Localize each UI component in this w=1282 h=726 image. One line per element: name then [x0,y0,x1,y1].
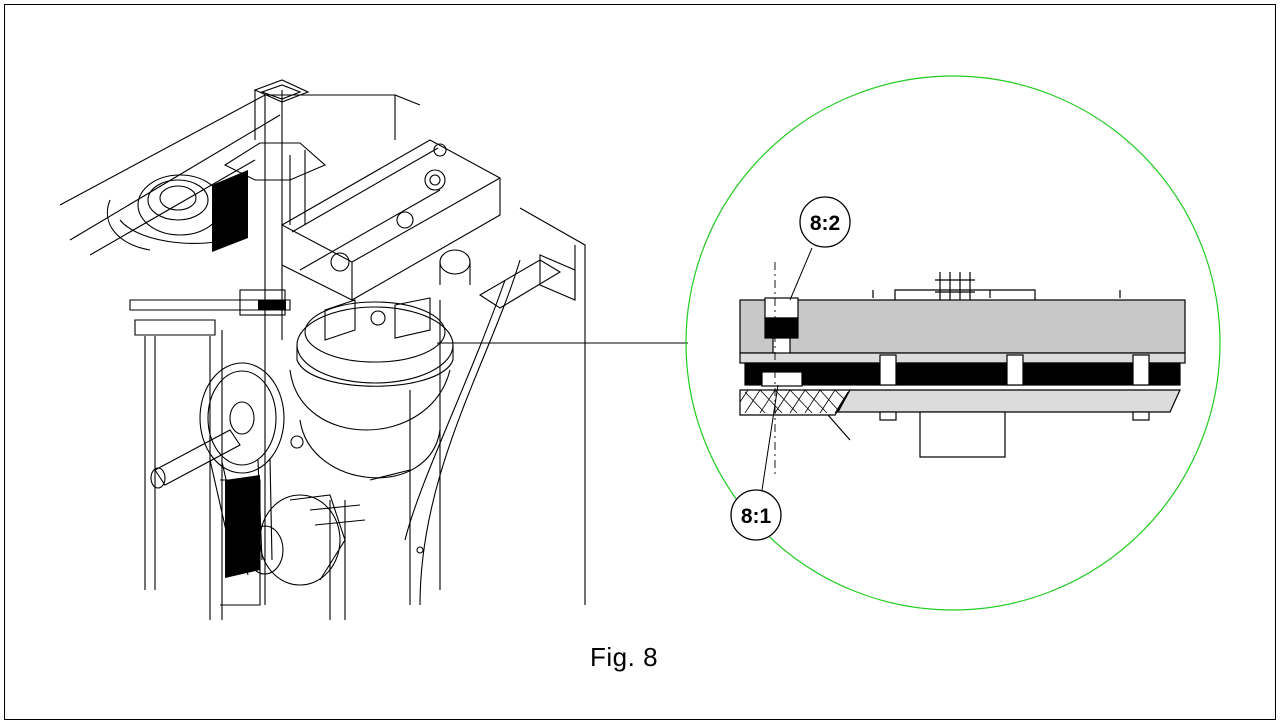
detail-circle [685,75,1221,611]
callout-8-1: 8:1 [730,384,782,541]
brush-panels [212,170,286,578]
callout-label-8-2: 8:2 [810,212,840,235]
callout-8-2: 8:2 [789,196,851,301]
callout-label-8-1: 8:1 [741,505,772,528]
detail-section [739,272,1186,458]
machine-assembly [59,79,586,620]
figure-caption: Fig. 8 [590,642,659,672]
